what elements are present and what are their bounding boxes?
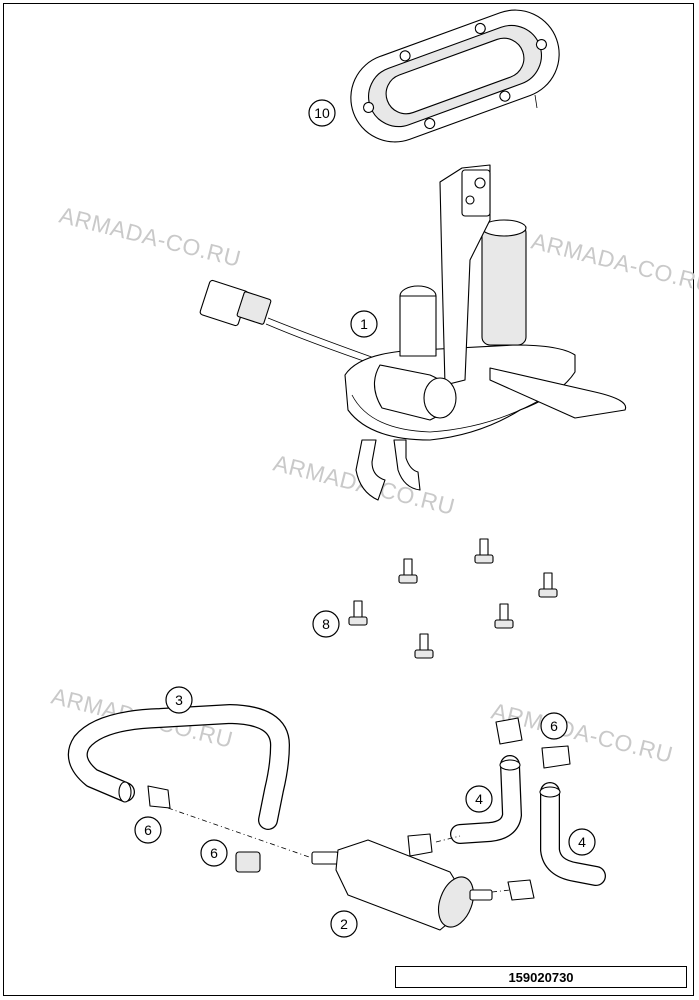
callout-8: 8 (312, 610, 340, 638)
svg-text:6: 6 (144, 822, 152, 838)
callout-6: 6 (134, 816, 162, 844)
hose-clamps-drawing (147, 717, 571, 901)
svg-text:8: 8 (322, 616, 330, 632)
svg-text:6: 6 (550, 718, 558, 734)
callout-10: 10 (308, 99, 336, 127)
mounting-bolts-drawing (348, 538, 558, 659)
fuel-filter-drawing (311, 839, 493, 931)
watermark: ARMADA-CO.RU (57, 202, 244, 272)
fuel-pump-assembly-drawing (199, 164, 627, 501)
callout-6: 6 (200, 839, 228, 867)
callout-2: 2 (330, 910, 358, 938)
document-number-box: 159020730 (395, 966, 687, 988)
callout-4: 4 (465, 785, 493, 813)
svg-text:4: 4 (475, 791, 483, 807)
svg-text:10: 10 (314, 105, 330, 121)
svg-text:2: 2 (340, 916, 348, 932)
svg-text:6: 6 (210, 845, 218, 861)
drawing-frame (3, 3, 694, 996)
callout-4: 4 (568, 828, 596, 856)
svg-text:1: 1 (360, 316, 368, 332)
callout-1: 1 (350, 310, 378, 338)
svg-text:4: 4 (578, 834, 586, 850)
watermark: ARMADA-CO.RU (529, 228, 699, 298)
alignment-lines (167, 807, 511, 893)
gasket-ring-drawing (350, 9, 560, 143)
elbow-hoses-drawing (450, 755, 606, 886)
curved-hose-drawing (67, 704, 290, 830)
callout-3: 3 (165, 686, 193, 714)
svg-text:3: 3 (175, 692, 183, 708)
callout-6: 6 (540, 712, 568, 740)
